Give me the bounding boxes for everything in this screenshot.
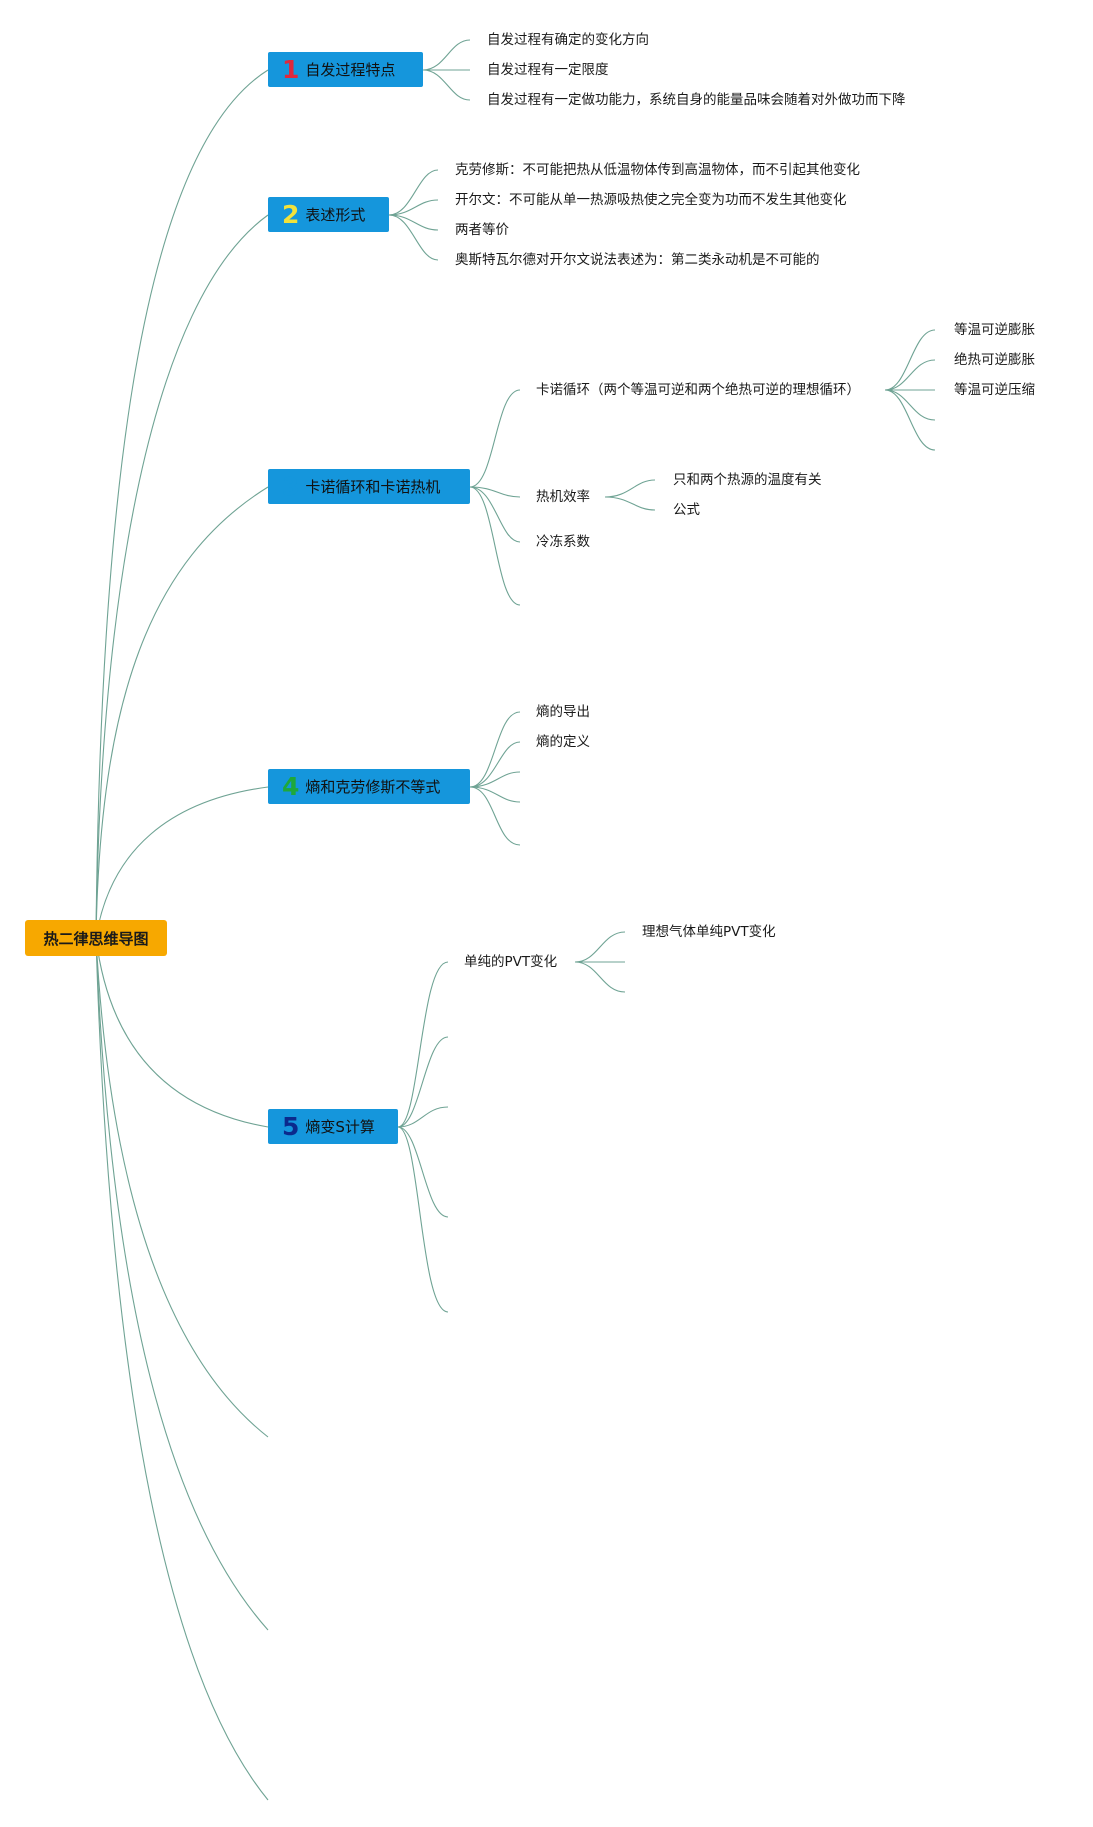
leaf-node[interactable]: 公式 (673, 502, 700, 518)
topic-label: 熵和克劳修斯不等式 (305, 778, 441, 796)
connector-root-topic4 (95, 786, 269, 939)
leaf-node[interactable]: 熵的定义 (536, 734, 590, 750)
topic-2-formulations[interactable]: 2 表述形式 (268, 197, 389, 232)
root-label: 热二律思维导图 (43, 929, 149, 948)
leaf-node[interactable]: 熵的导出 (536, 704, 590, 720)
root-node[interactable]: 热二律思维导图 (25, 920, 167, 956)
leaf-node[interactable]: 等温可逆膨胀 (954, 322, 1035, 338)
topic-5-entropy-change[interactable]: 5 熵变S计算 (268, 1109, 398, 1144)
leaf-node[interactable]: 自发过程有确定的变化方向 (487, 32, 649, 48)
topic-number-4: 4 (282, 772, 300, 801)
leaf-node[interactable]: 理想气体单纯PVT变化 (642, 924, 776, 940)
leaf-node[interactable]: 等温可逆压缩 (954, 382, 1035, 398)
leaf-node[interactable]: 克劳修斯：不可能把热从低温物体传到高温物体，而不引起其他变化 (455, 162, 860, 178)
leaf-node[interactable]: 绝热可逆膨胀 (954, 352, 1035, 368)
leaf-node[interactable]: 自发过程有一定做功能力，系统自身的能量品味会随着对外做功而下降 (487, 92, 906, 108)
leaf-node[interactable]: 开尔文：不可能从单一热源吸热使之完全变为功而不发生其他变化 (455, 192, 847, 208)
leaf-node[interactable]: 只和两个热源的温度有关 (673, 472, 822, 488)
leaf-refrigeration-coefficient[interactable]: 冷冻系数 (536, 534, 590, 550)
leaf-node[interactable]: 奥斯特瓦尔德对开尔文说法表述为：第二类永动机是不可能的 (455, 252, 820, 268)
connector-root-topic5 (95, 937, 269, 1128)
connector-root-empty1 (95, 937, 269, 1438)
topic-number-2: 2 (282, 200, 300, 229)
connector-root-empty2 (95, 937, 269, 1631)
topic-4-entropy[interactable]: 4 熵和克劳修斯不等式 (268, 769, 470, 804)
topic-3-carnot[interactable]: 3 卡诺循环和卡诺热机 (268, 469, 470, 504)
leaf-carnot-cycle[interactable]: 卡诺循环（两个等温可逆和两个绝热可逆的理想循环） (536, 382, 860, 398)
topic-label: 卡诺循环和卡诺热机 (305, 478, 441, 496)
topic-label: 熵变S计算 (305, 1118, 375, 1136)
connector-root-topic2 (95, 214, 269, 939)
connector-root-empty3 (95, 937, 269, 1801)
topic-number-1: 1 (282, 55, 300, 84)
leaf-node[interactable]: 两者等价 (455, 222, 509, 238)
leaf-node[interactable]: 自发过程有一定限度 (487, 62, 609, 78)
leaf-efficiency[interactable]: 热机效率 (536, 489, 590, 505)
topic-label: 自发过程特点 (305, 61, 396, 79)
topic-1-spontaneous-process[interactable]: 1 自发过程特点 (268, 52, 423, 87)
topic-number-3: 3 (282, 472, 300, 501)
topic-number-5: 5 (282, 1112, 300, 1141)
leaf-pvt-change[interactable]: 单纯的PVT变化 (464, 954, 558, 970)
connector-root-topic3 (95, 486, 269, 939)
connector-root-topic1 (95, 69, 269, 939)
topic-label: 表述形式 (305, 206, 366, 224)
